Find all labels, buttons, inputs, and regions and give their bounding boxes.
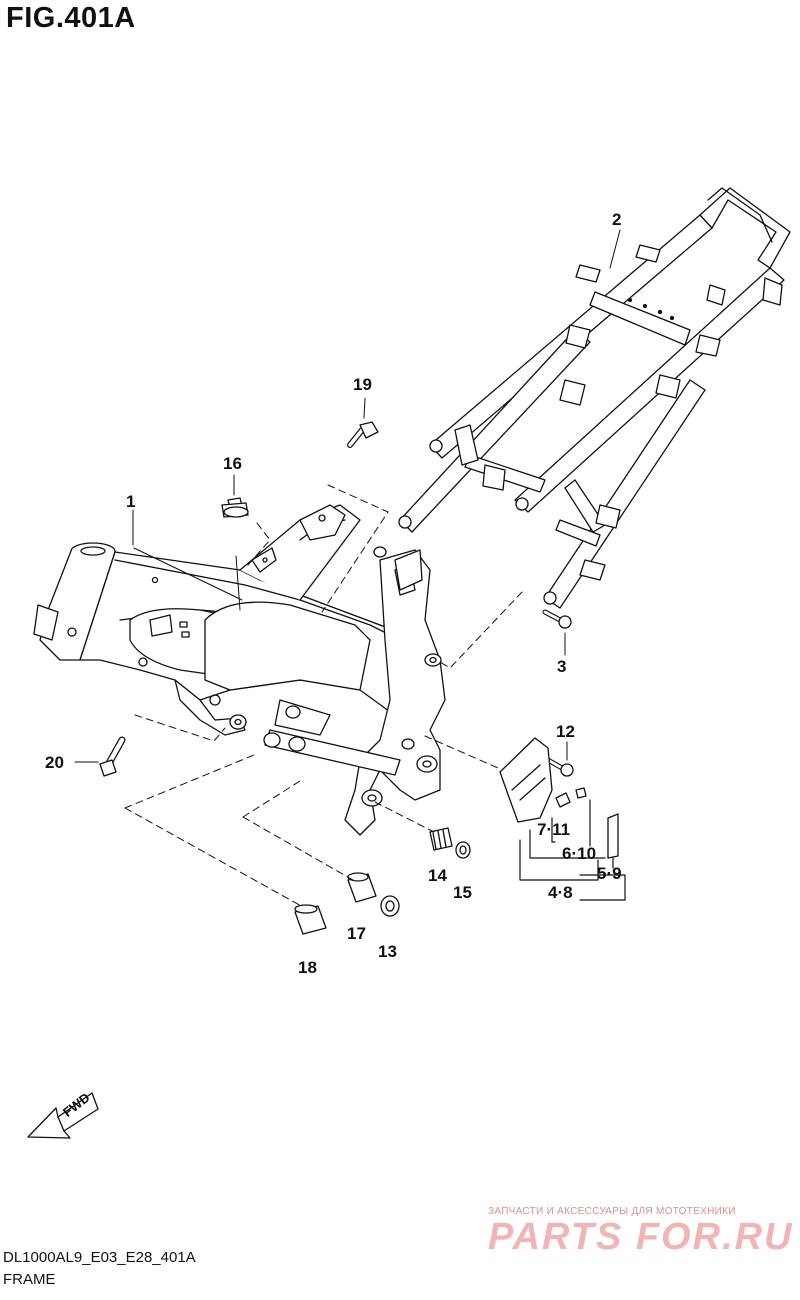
callout-14: 14 <box>428 866 447 885</box>
figure-code: DL1000AL9_E03_E28_401A <box>3 1249 196 1266</box>
callout-19: 19 <box>353 375 372 394</box>
figure-name: FRAME <box>3 1271 56 1288</box>
callout-6-10: 6·10 <box>562 844 597 863</box>
callout-2: 2 <box>612 210 622 229</box>
callout-1: 1 <box>126 492 136 511</box>
bolt-3-icon <box>542 609 572 629</box>
rear-subframe-drawing <box>398 187 791 609</box>
leader-lines <box>74 229 621 763</box>
callout-7-11: 7·11 <box>537 820 571 839</box>
callout-13: 13 <box>378 942 397 961</box>
bracket-lines <box>519 799 626 901</box>
nut-13-icon <box>380 895 400 917</box>
callout-16: 16 <box>223 454 242 473</box>
callout-18: 18 <box>298 958 317 977</box>
callout-12: 12 <box>556 722 575 741</box>
figure-title: FIG.401A <box>6 2 136 34</box>
fwd-arrow-icon <box>27 1092 99 1139</box>
callout-20: 20 <box>45 753 64 772</box>
bolt-19-icon <box>347 421 379 448</box>
nut-15-icon <box>455 841 471 859</box>
side-cover-icon <box>499 737 619 859</box>
dashed-assembly-lines <box>124 484 523 908</box>
callout-3: 3 <box>557 657 567 676</box>
callout-4-8: 4·8 <box>548 883 573 902</box>
bolt-12-icon <box>545 757 574 777</box>
callout-15: 15 <box>453 883 472 902</box>
watermark-logo: PARTS FOR.RU <box>488 1216 794 1258</box>
collar-16-icon <box>221 497 249 518</box>
spacer-18-icon <box>294 904 327 935</box>
main-frame-drawing <box>33 504 446 836</box>
spacer-17-icon <box>347 872 377 903</box>
callout-5-9: 5·9 <box>597 864 622 883</box>
bolt-20-icon <box>99 736 126 777</box>
watermark-tagline: ЗАПЧАСТИ И АКСЕССУАРЫ ДЛЯ МОТОТЕХНИКИ <box>488 1206 736 1217</box>
callout-17: 17 <box>347 924 366 943</box>
bushing-14-icon <box>429 827 453 851</box>
